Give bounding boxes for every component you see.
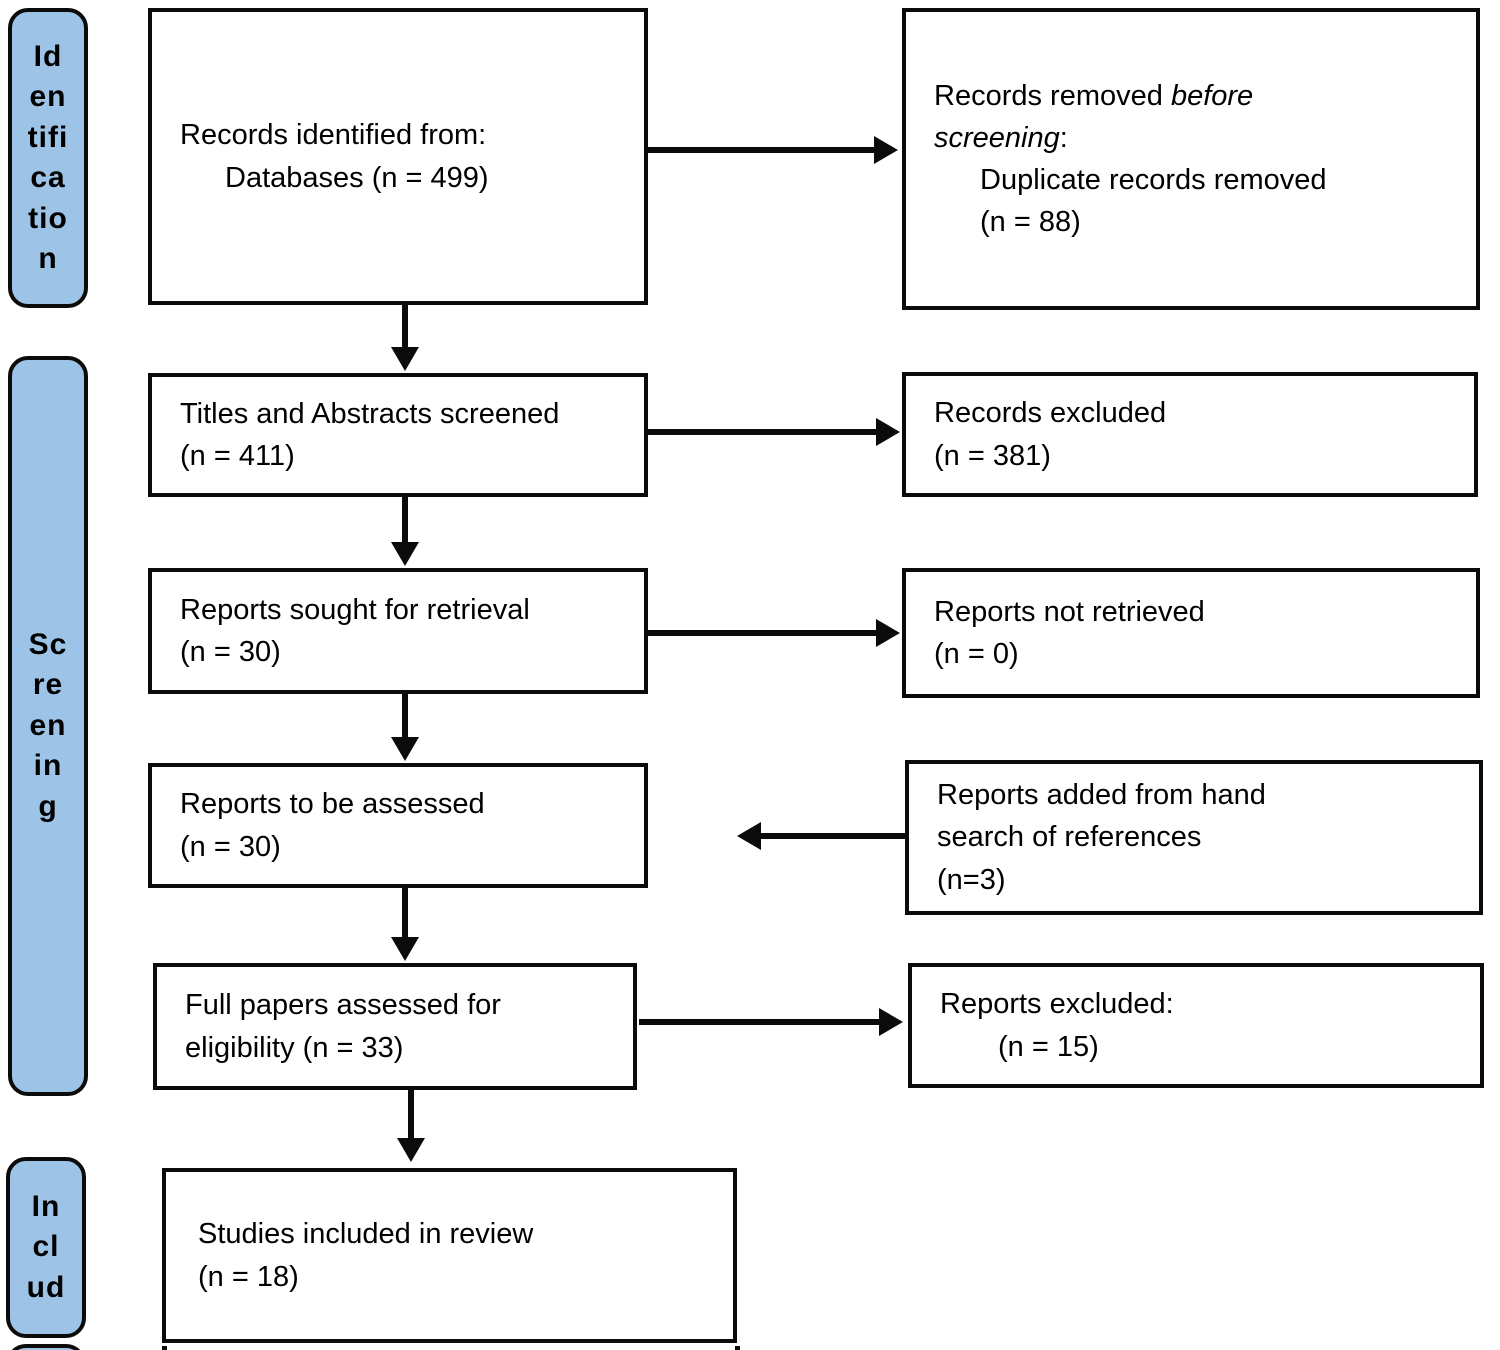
text-line: Records excluded bbox=[934, 397, 1167, 430]
text-line: Records removed before bbox=[934, 79, 1254, 112]
arrow-line bbox=[402, 694, 408, 739]
text-line: (n = 411) bbox=[180, 440, 295, 472]
text-line: Reports excluded: bbox=[940, 988, 1174, 1021]
box-reports-excluded: Reports excluded: (n = 15) bbox=[908, 963, 1484, 1088]
box-records-identified: Records identified from: Databases (n = … bbox=[148, 8, 648, 305]
text-line: (n = 88) bbox=[980, 206, 1081, 239]
arrow-line bbox=[639, 1019, 881, 1025]
text-line: Full papers assessed for bbox=[185, 989, 501, 1022]
box-records-excluded: Records excluded (n = 381) bbox=[902, 372, 1478, 497]
text-line: (n = 30) bbox=[180, 636, 281, 668]
box-reports-sought: Reports sought for retrieval (n = 30) bbox=[148, 568, 648, 694]
text-line: Duplicate records removed bbox=[980, 164, 1327, 196]
arrow-head-down-icon bbox=[391, 347, 419, 371]
text-line: Studies included in review bbox=[198, 1218, 534, 1251]
text-line: (n = 15) bbox=[998, 1030, 1099, 1063]
arrow-right-identified-to-removed bbox=[648, 136, 898, 164]
arrow-right-fullpapers-to-excluded bbox=[639, 1008, 903, 1036]
text-line: (n = 0) bbox=[934, 638, 1019, 670]
cropped-box-right-edge bbox=[735, 1346, 740, 1350]
arrow-right-sought-to-notretrieved bbox=[648, 619, 900, 647]
arrow-head-right-icon bbox=[874, 136, 898, 164]
arrow-line bbox=[402, 497, 408, 544]
text-line: Titles and Abstracts screened bbox=[180, 397, 560, 430]
arrow-down-assessed-to-fullpapers bbox=[391, 888, 419, 961]
arrow-head-down-icon bbox=[391, 542, 419, 566]
arrow-left-handsearch-to-assessed bbox=[737, 822, 905, 850]
arrow-head-down-icon bbox=[391, 937, 419, 961]
text-line: Reports not retrieved bbox=[934, 595, 1205, 628]
arrow-line bbox=[648, 147, 876, 153]
text-line: Reports to be assessed bbox=[180, 788, 485, 821]
box-reports-assessed: Reports to be assessed (n = 30) bbox=[148, 763, 648, 888]
arrow-down-fullpapers-to-included bbox=[397, 1090, 425, 1162]
arrow-right-screened-to-excluded bbox=[648, 418, 900, 446]
arrow-head-down-icon bbox=[391, 737, 419, 761]
text-line: search of references bbox=[937, 821, 1202, 854]
text-line: screening: bbox=[934, 121, 1068, 154]
arrow-down-identification-to-screening bbox=[391, 305, 419, 371]
cropped-box-left-edge bbox=[162, 1346, 167, 1350]
text-line: Reports added from hand bbox=[937, 779, 1266, 812]
text-line: eligibility (n = 33) bbox=[185, 1031, 404, 1064]
arrow-line bbox=[648, 429, 878, 435]
box-full-papers: Full papers assessed for eligibility (n … bbox=[153, 963, 637, 1090]
text-line: (n = 381) bbox=[934, 439, 1051, 472]
box-reports-hand-search: Reports added from hand search of refere… bbox=[905, 760, 1483, 915]
box-reports-not-retrieved: Reports not retrieved (n = 0) bbox=[902, 568, 1480, 698]
arrow-line bbox=[648, 630, 878, 636]
text-line: Databases (n = 499) bbox=[225, 161, 489, 194]
arrow-line bbox=[402, 305, 408, 349]
arrow-head-right-icon bbox=[876, 619, 900, 647]
stage-label-identification: Id en tifi ca tio n bbox=[8, 8, 88, 308]
box-studies-included: Studies included in review (n = 18) bbox=[162, 1168, 737, 1343]
text-line: (n=3) bbox=[937, 863, 1006, 896]
arrow-head-right-icon bbox=[879, 1008, 903, 1036]
arrow-line bbox=[759, 833, 905, 839]
box-titles-screened: Titles and Abstracts screened (n = 411) bbox=[148, 373, 648, 497]
stage-label-included-overflow bbox=[6, 1344, 86, 1350]
arrow-head-right-icon bbox=[876, 418, 900, 446]
arrow-head-down-icon bbox=[397, 1138, 425, 1162]
arrow-line bbox=[402, 888, 408, 939]
text-line: Reports sought for retrieval bbox=[180, 593, 530, 626]
arrow-down-screened-to-sought bbox=[391, 497, 419, 566]
arrow-head-left-icon bbox=[737, 822, 761, 850]
arrow-line bbox=[408, 1090, 414, 1140]
box-records-removed: Records removed before screening: Duplic… bbox=[902, 8, 1480, 310]
text-line: (n = 18) bbox=[198, 1260, 299, 1293]
stage-label-included: In cl ud bbox=[6, 1157, 86, 1338]
text-line: Records identified from: bbox=[180, 119, 487, 152]
stage-label-screening: Sc re en in g bbox=[8, 356, 88, 1096]
arrow-down-sought-to-assessed bbox=[391, 694, 419, 761]
text-line: (n = 30) bbox=[180, 830, 281, 863]
